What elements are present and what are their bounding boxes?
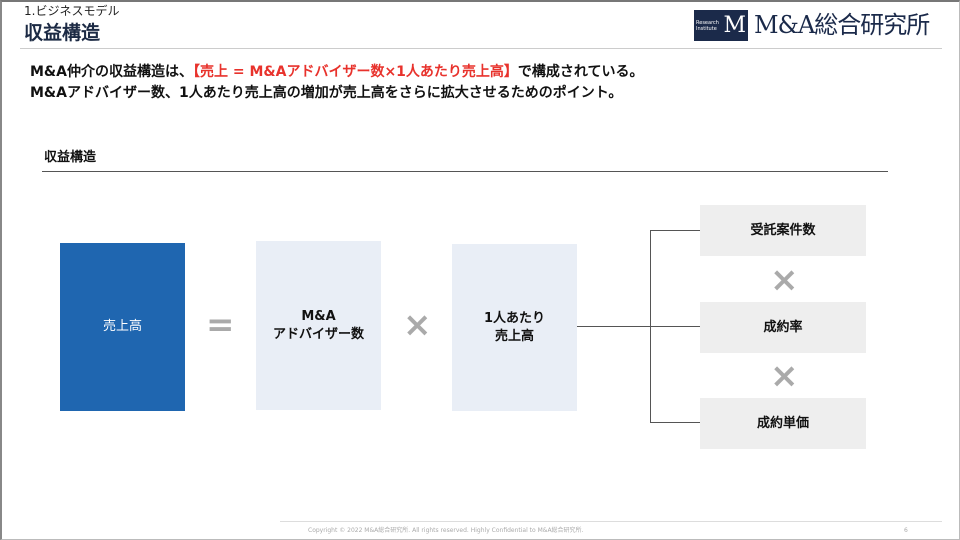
advisors-line2: アドバイザー数 [272, 326, 364, 342]
lead-line-2: M&Aアドバイザー数、1人あたり売上高の増加が売上高をさらに拡大させるためのポイ… [30, 85, 623, 101]
per-person-line2: 売上高 [494, 328, 534, 344]
per-person-line1: 1人あたり [483, 310, 546, 326]
revenue-box: 売上高 [60, 243, 185, 411]
multiply-icon: × [403, 305, 432, 345]
lead-post: で構成されている。 [517, 64, 644, 80]
page-number: 6 [904, 527, 908, 534]
advisors-line1: M&A [301, 308, 336, 324]
lead-pre: M&A仲介の収益構造は、 [30, 64, 193, 80]
connector-line [650, 326, 700, 327]
advisors-box: M&A アドバイザー数 [256, 241, 381, 410]
page-title: 収益構造 [24, 22, 101, 44]
multiply-icon: × [770, 260, 799, 300]
section-divider [42, 171, 888, 172]
copyright: Copyright © 2022 M&A総合研究所. All rights re… [308, 527, 584, 534]
logo-sub: Research Institute [696, 19, 719, 32]
logo-mark: Research Institute M [694, 10, 748, 41]
connector-line [650, 230, 700, 231]
breadcrumb: 1.ビジネスモデル [24, 4, 120, 18]
header-divider [20, 48, 942, 49]
equals-sign: = [206, 305, 235, 345]
section-title: 収益構造 [44, 150, 97, 165]
lead-line-1: M&A仲介の収益構造は、【売上 = M&Aアドバイザー数×1人あたり売上高】で構… [30, 63, 644, 81]
connector-line [577, 326, 650, 327]
per-person-revenue-box: 1人あたり売上高 [452, 244, 577, 411]
lead-highlight: 【売上 = M&Aアドバイザー数×1人あたり売上高】 [192, 64, 518, 80]
connector-line [650, 422, 700, 423]
factor-box: 受託案件数 [700, 205, 866, 256]
logo-text: M&A総合研究所 [754, 11, 930, 39]
factor-box: 成約単価 [700, 398, 866, 449]
logo-letter: M [723, 12, 746, 38]
factor-box: 成約率 [700, 302, 866, 353]
multiply-icon: × [770, 356, 799, 396]
footer-divider [280, 521, 942, 522]
